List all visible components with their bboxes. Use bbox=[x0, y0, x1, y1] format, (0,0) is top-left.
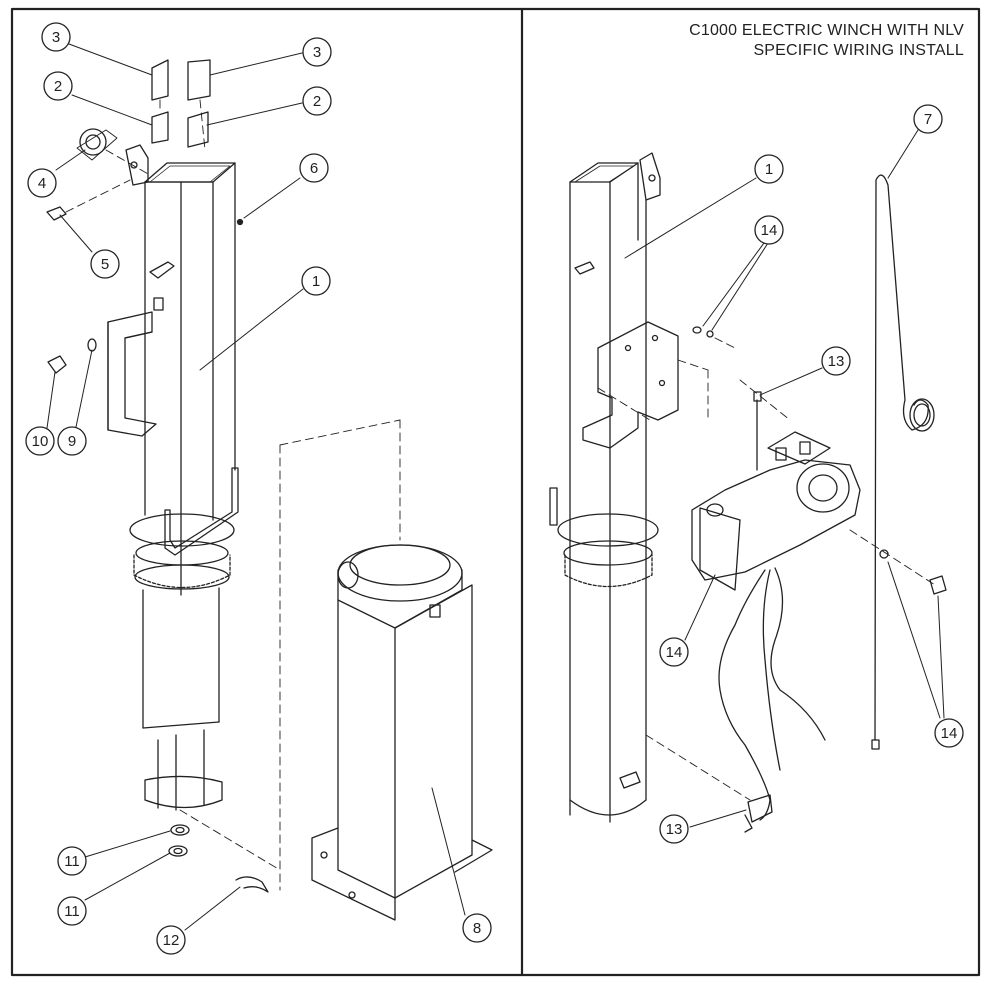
svg-text:2: 2 bbox=[313, 93, 321, 110]
alignment-left bbox=[65, 99, 401, 891]
leaders-right bbox=[624, 129, 945, 828]
callout-9: 9 bbox=[57, 426, 87, 456]
callout-1-left: 1 bbox=[301, 266, 331, 296]
svg-text:6: 6 bbox=[310, 160, 318, 177]
post-right bbox=[549, 152, 947, 833]
svg-text:7: 7 bbox=[924, 111, 932, 128]
callout-5: 5 bbox=[90, 249, 120, 279]
svg-text:14: 14 bbox=[941, 725, 958, 742]
svg-text:9: 9 bbox=[68, 433, 76, 450]
svg-text:3: 3 bbox=[313, 44, 321, 61]
svg-text:13: 13 bbox=[828, 353, 845, 370]
svg-text:11: 11 bbox=[64, 853, 80, 870]
diagram-title-line-1: C1000 ELECTRIC WINCH WITH NLV bbox=[689, 22, 964, 39]
callout-11-a: 11 bbox=[57, 846, 87, 876]
callout-14-c: 14 bbox=[934, 718, 964, 748]
callout-10: 10 bbox=[25, 426, 55, 456]
svg-text:3: 3 bbox=[52, 29, 60, 46]
svg-text:5: 5 bbox=[101, 256, 109, 273]
svg-text:12: 12 bbox=[163, 932, 180, 949]
callout-14-a: 14 bbox=[754, 215, 784, 245]
callout-3-a: 3 bbox=[41, 22, 71, 52]
post-left bbox=[46, 59, 493, 921]
svg-text:14: 14 bbox=[761, 222, 778, 239]
callout-1-right: 1 bbox=[754, 154, 784, 184]
callout-12: 12 bbox=[156, 925, 186, 955]
svg-text:8: 8 bbox=[473, 920, 481, 937]
svg-text:2: 2 bbox=[54, 78, 62, 95]
callouts-right: 7 1 14 13 14 14 13 bbox=[659, 104, 964, 844]
callout-3-b: 3 bbox=[302, 37, 332, 67]
callouts-left: 3 3 2 2 4 6 5 1 10 9 11 11 12 8 bbox=[25, 22, 492, 955]
svg-text:10: 10 bbox=[32, 433, 49, 450]
svg-text:4: 4 bbox=[38, 175, 46, 192]
svg-text:1: 1 bbox=[312, 273, 320, 290]
callout-8: 8 bbox=[462, 913, 492, 943]
callout-11-b: 11 bbox=[57, 896, 87, 926]
alignment-right bbox=[597, 337, 936, 801]
svg-text:14: 14 bbox=[666, 644, 683, 661]
callout-13-a: 13 bbox=[821, 346, 851, 376]
svg-text:1: 1 bbox=[765, 161, 773, 178]
outer-frame bbox=[10, 7, 981, 977]
svg-text:13: 13 bbox=[666, 821, 683, 838]
diagram-title-line-2: SPECIFIC WIRING INSTALL bbox=[753, 42, 964, 59]
svg-text:11: 11 bbox=[64, 903, 80, 920]
callout-6: 6 bbox=[299, 153, 329, 183]
callout-2-a: 2 bbox=[43, 71, 73, 101]
leaders-left bbox=[46, 43, 466, 931]
callout-13-b: 13 bbox=[659, 814, 689, 844]
callout-2-b: 2 bbox=[302, 86, 332, 116]
callout-14-b: 14 bbox=[659, 637, 689, 667]
callout-7: 7 bbox=[913, 104, 943, 134]
callout-4: 4 bbox=[27, 168, 57, 198]
